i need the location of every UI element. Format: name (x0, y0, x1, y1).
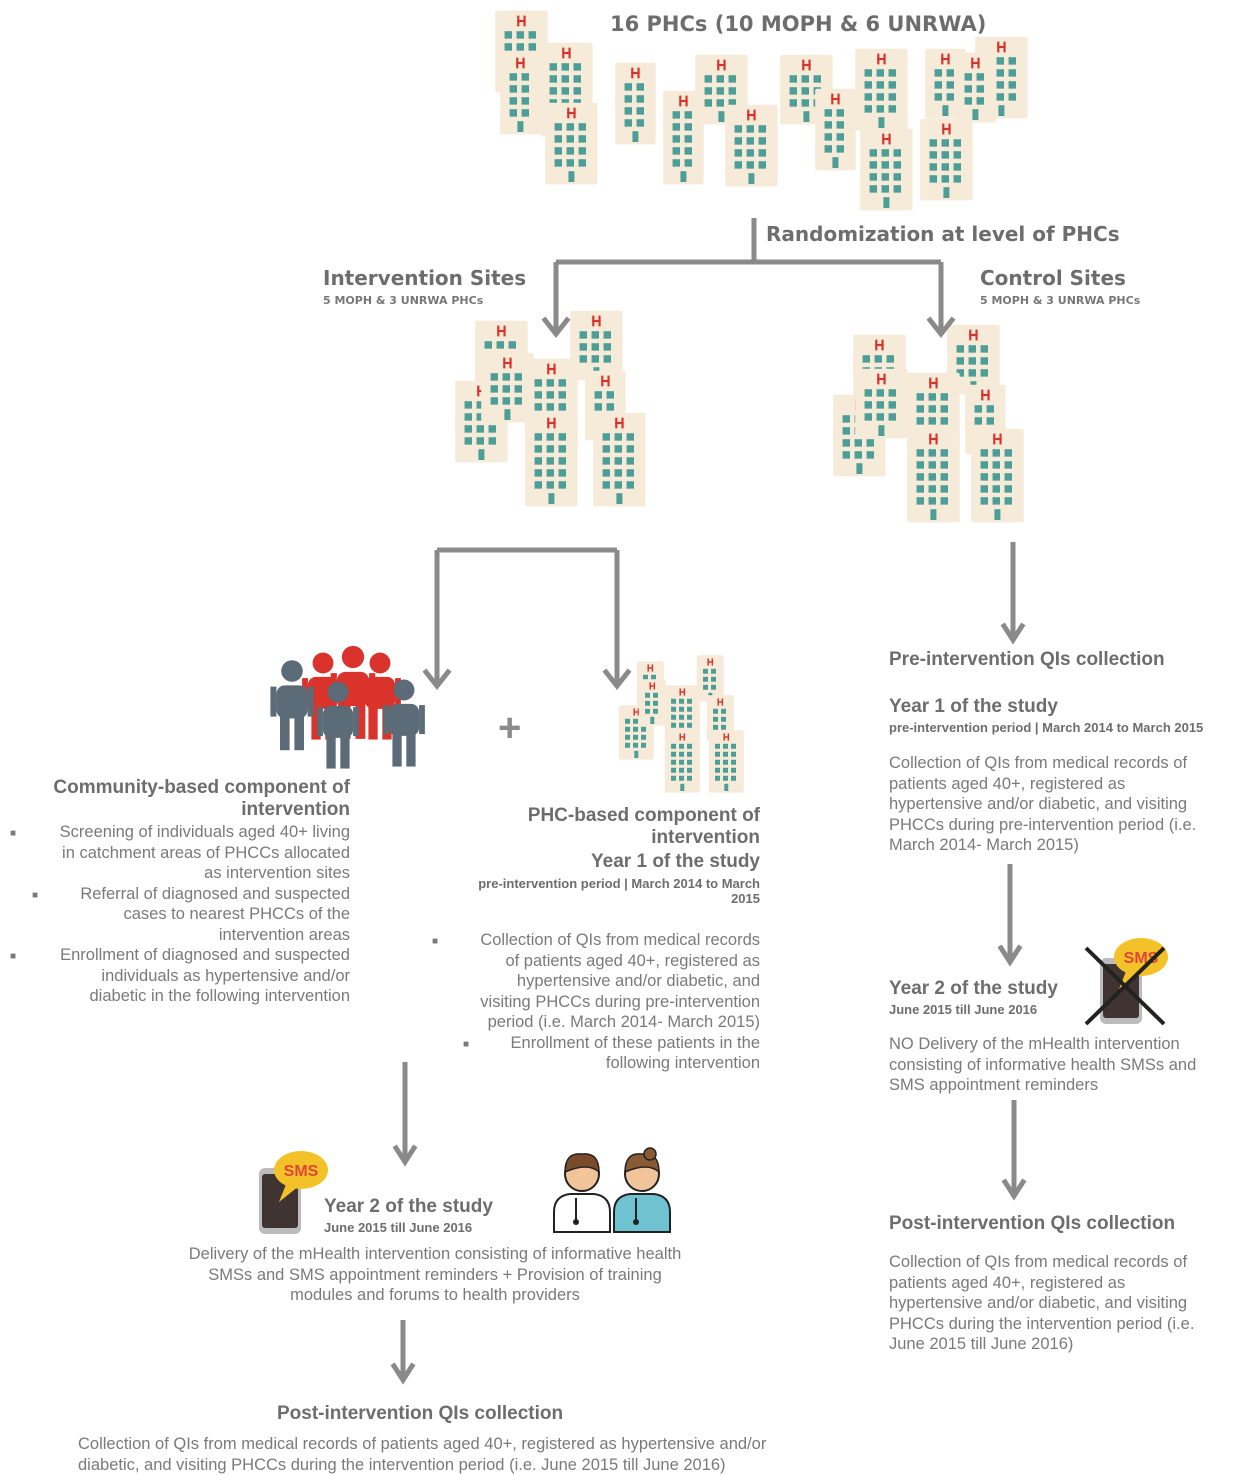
control-year2-to-post-arrow-head (1001, 1178, 1027, 1201)
hospital-building-icon (570, 310, 623, 381)
hospital-building-icon (708, 730, 744, 793)
svg-text:SMS: SMS (284, 1163, 319, 1180)
hospital-building-icon (696, 655, 724, 702)
control-year1: Year 1 of the study (889, 696, 1058, 717)
intervention-year2-period: June 2015 till June 2016 (324, 1220, 473, 1235)
community-bullet-1: ■ Screening of individuals aged 40+ livi… (10, 823, 350, 882)
hospital-building-icon (860, 128, 913, 211)
hospital-building-icon (855, 48, 908, 131)
phc-period-line2: 2015 (731, 891, 760, 906)
phc-component-cluster (618, 655, 744, 793)
hospital-building-icon (664, 685, 700, 740)
control-year2-period: June 2015 till June 2016 (889, 1002, 1038, 1017)
intervention-sites-title: Intervention Sites (323, 266, 527, 290)
to-control-arrowhead (926, 316, 956, 339)
hospital-building-icon (615, 62, 656, 145)
control-year2: Year 2 of the study (889, 978, 1058, 999)
phc-heading-line2: intervention (651, 827, 760, 848)
hospital-building-icon (481, 352, 534, 423)
control-to-pre-arrow-head (1000, 622, 1026, 645)
hospital-building-icon (947, 324, 1000, 395)
community-bullet-2: ■ Referral of diagnosed and suspected ca… (32, 884, 350, 944)
person-figure (317, 681, 359, 769)
community-people-icon (270, 645, 425, 769)
community-bullet-3: ■ Enrollment of diagnosed and suspected … (10, 946, 350, 1005)
to-phc-arrowhead (602, 668, 632, 691)
hospital-building-icon (500, 52, 541, 135)
phc-year1: Year 1 of the study (591, 851, 760, 872)
flow-arrows (390, 218, 1027, 1385)
phc-building-clusters (455, 10, 1028, 793)
hospital-building-icon (545, 102, 598, 185)
hospital-building-icon (664, 730, 700, 793)
community-bullet-list: ■ Screening of individuals aged 40+ livi… (10, 822, 350, 1007)
hospital-building-icon (663, 90, 704, 185)
control-sites-title: Control Sites (980, 266, 1126, 290)
phc-period-line1: pre-intervention period | March 2014 to … (478, 876, 760, 891)
crossed-out-icon (1084, 946, 1166, 1026)
sms-bubble-icon: SMS (274, 1151, 328, 1202)
intervention-phc-cluster (455, 310, 646, 507)
phc-bullet-2: ■ Enrollment of these patients in the fo… (463, 1033, 760, 1073)
intervention-sites-subtitle: 5 MOPH & 3 UNRWA PHCs (323, 294, 484, 307)
control-year2-text: NO Delivery of the mHealth intervention … (889, 1035, 1197, 1094)
person-figure (270, 660, 314, 751)
hospital-building-icon (815, 88, 856, 171)
hospital-building-icon (920, 118, 973, 201)
person-figure (383, 679, 425, 767)
phc-heading-line1: PHC-based component of (527, 805, 760, 826)
randomization-label: Randomization at level of PHCs (766, 222, 1120, 246)
hospital-building-icon (525, 412, 578, 507)
community-heading-line1: Community-based component of (53, 777, 350, 798)
community-component: Community-based component of interventio… (20, 777, 350, 821)
to-community-arrowhead (422, 668, 452, 691)
control-pre-heading: Pre-intervention QIs collection (889, 649, 1165, 670)
phc-component: PHC-based component of intervention Year… (430, 805, 760, 906)
hospital-building-icon (695, 54, 748, 125)
community-heading-line2: intervention (241, 799, 350, 820)
hospital-building-icon (855, 368, 908, 439)
to-intervention-arrowhead (541, 316, 571, 339)
hospital-building-icon (725, 104, 778, 187)
post-intervention-left-heading: Post-intervention QIs collection (277, 1403, 564, 1424)
hospital-building-icon (907, 428, 960, 523)
hospital-building-icon (638, 679, 666, 726)
community-to-year2-arrow-head (392, 1144, 418, 1167)
control-sites-subtitle: 5 MOPH & 3 UNRWA PHCs (980, 294, 1141, 307)
health-providers-icon (553, 1147, 671, 1233)
phc-bullet-list: ■ Collection of QIs from medical records… (425, 930, 760, 1074)
control-year1-period: pre-intervention period | March 2014 to … (889, 720, 1204, 735)
control-post-heading: Post-intervention QIs collection (889, 1213, 1176, 1234)
hospital-building-icon (706, 695, 734, 742)
hospital-building-icon (955, 52, 996, 123)
nurse-figure (613, 1147, 671, 1233)
post-intervention-left-text: Collection of QIs from medical records o… (78, 1435, 767, 1474)
hospital-building-icon (593, 412, 646, 507)
control-year1-to-year2-arrow-head (997, 944, 1023, 967)
intervention-year2: Year 2 of the study (324, 1196, 493, 1217)
control-post-text: Collection of QIs from medical records o… (889, 1253, 1195, 1353)
phc-bullet-1: ■ Collection of QIs from medical records… (432, 931, 760, 1031)
doctor-figure (553, 1153, 611, 1233)
top-phc-cluster (495, 10, 1028, 211)
intervention-year2-text: Delivery of the mHealth intervention con… (188, 1245, 682, 1304)
control-phc-cluster (833, 324, 1024, 523)
plus-sign: + (498, 706, 522, 750)
hospital-building-icon (971, 428, 1024, 523)
year2-to-post-arrow-head (390, 1362, 416, 1385)
control-year1-text: Collection of QIs from medical records o… (889, 754, 1197, 854)
total-phcs-title: 16 PHCs (10 MOPH & 6 UNRWA) (610, 12, 987, 36)
